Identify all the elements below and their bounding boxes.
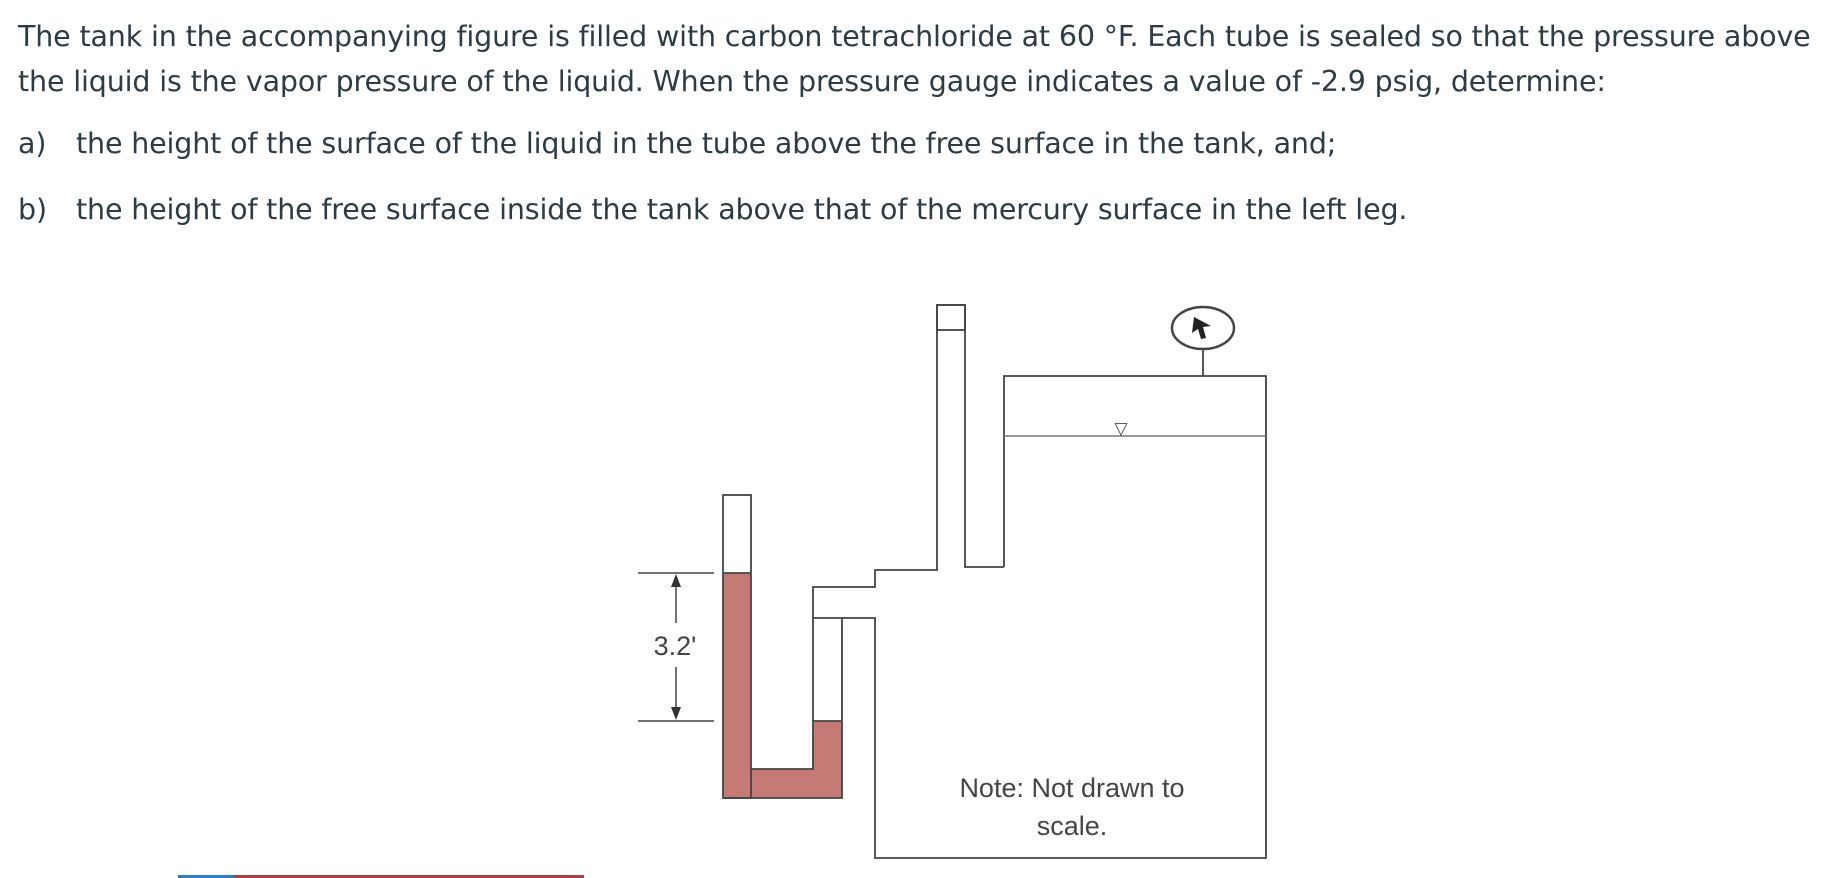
part-a-label: a) [18,127,47,160]
connector-pipe [812,304,1004,618]
dimension-label: 3.2' [654,631,697,661]
part-b-label: b) [18,193,47,226]
free-surface-symbol: ▽ [1114,419,1128,438]
sealed-tube-top [936,304,966,331]
part-a-text: the height of the surface of the liquid … [76,127,1337,160]
part-b-text: the height of the free surface inside th… [76,193,1408,226]
u-tube-right-leg [723,617,843,799]
bottom-color-bar [178,875,584,878]
gauge-needle-icon [1192,317,1211,339]
dimension-arrow-up-icon [671,574,681,587]
dimension-arrow-down-icon [671,707,681,720]
problem-statement: The tank in the accompanying figure is f… [18,14,1833,232]
tank-outline [842,375,1267,859]
part-a: a) the height of the surface of the liqu… [18,121,1833,166]
problem-intro: The tank in the accompanying figure is f… [18,20,1811,98]
figure-note-line2: scale. [1037,811,1108,841]
figure-note-line1: Note: Not drawn to [959,773,1184,803]
part-b: b) the height of the free surface inside… [18,187,1833,232]
mercury-fill [723,573,842,798]
